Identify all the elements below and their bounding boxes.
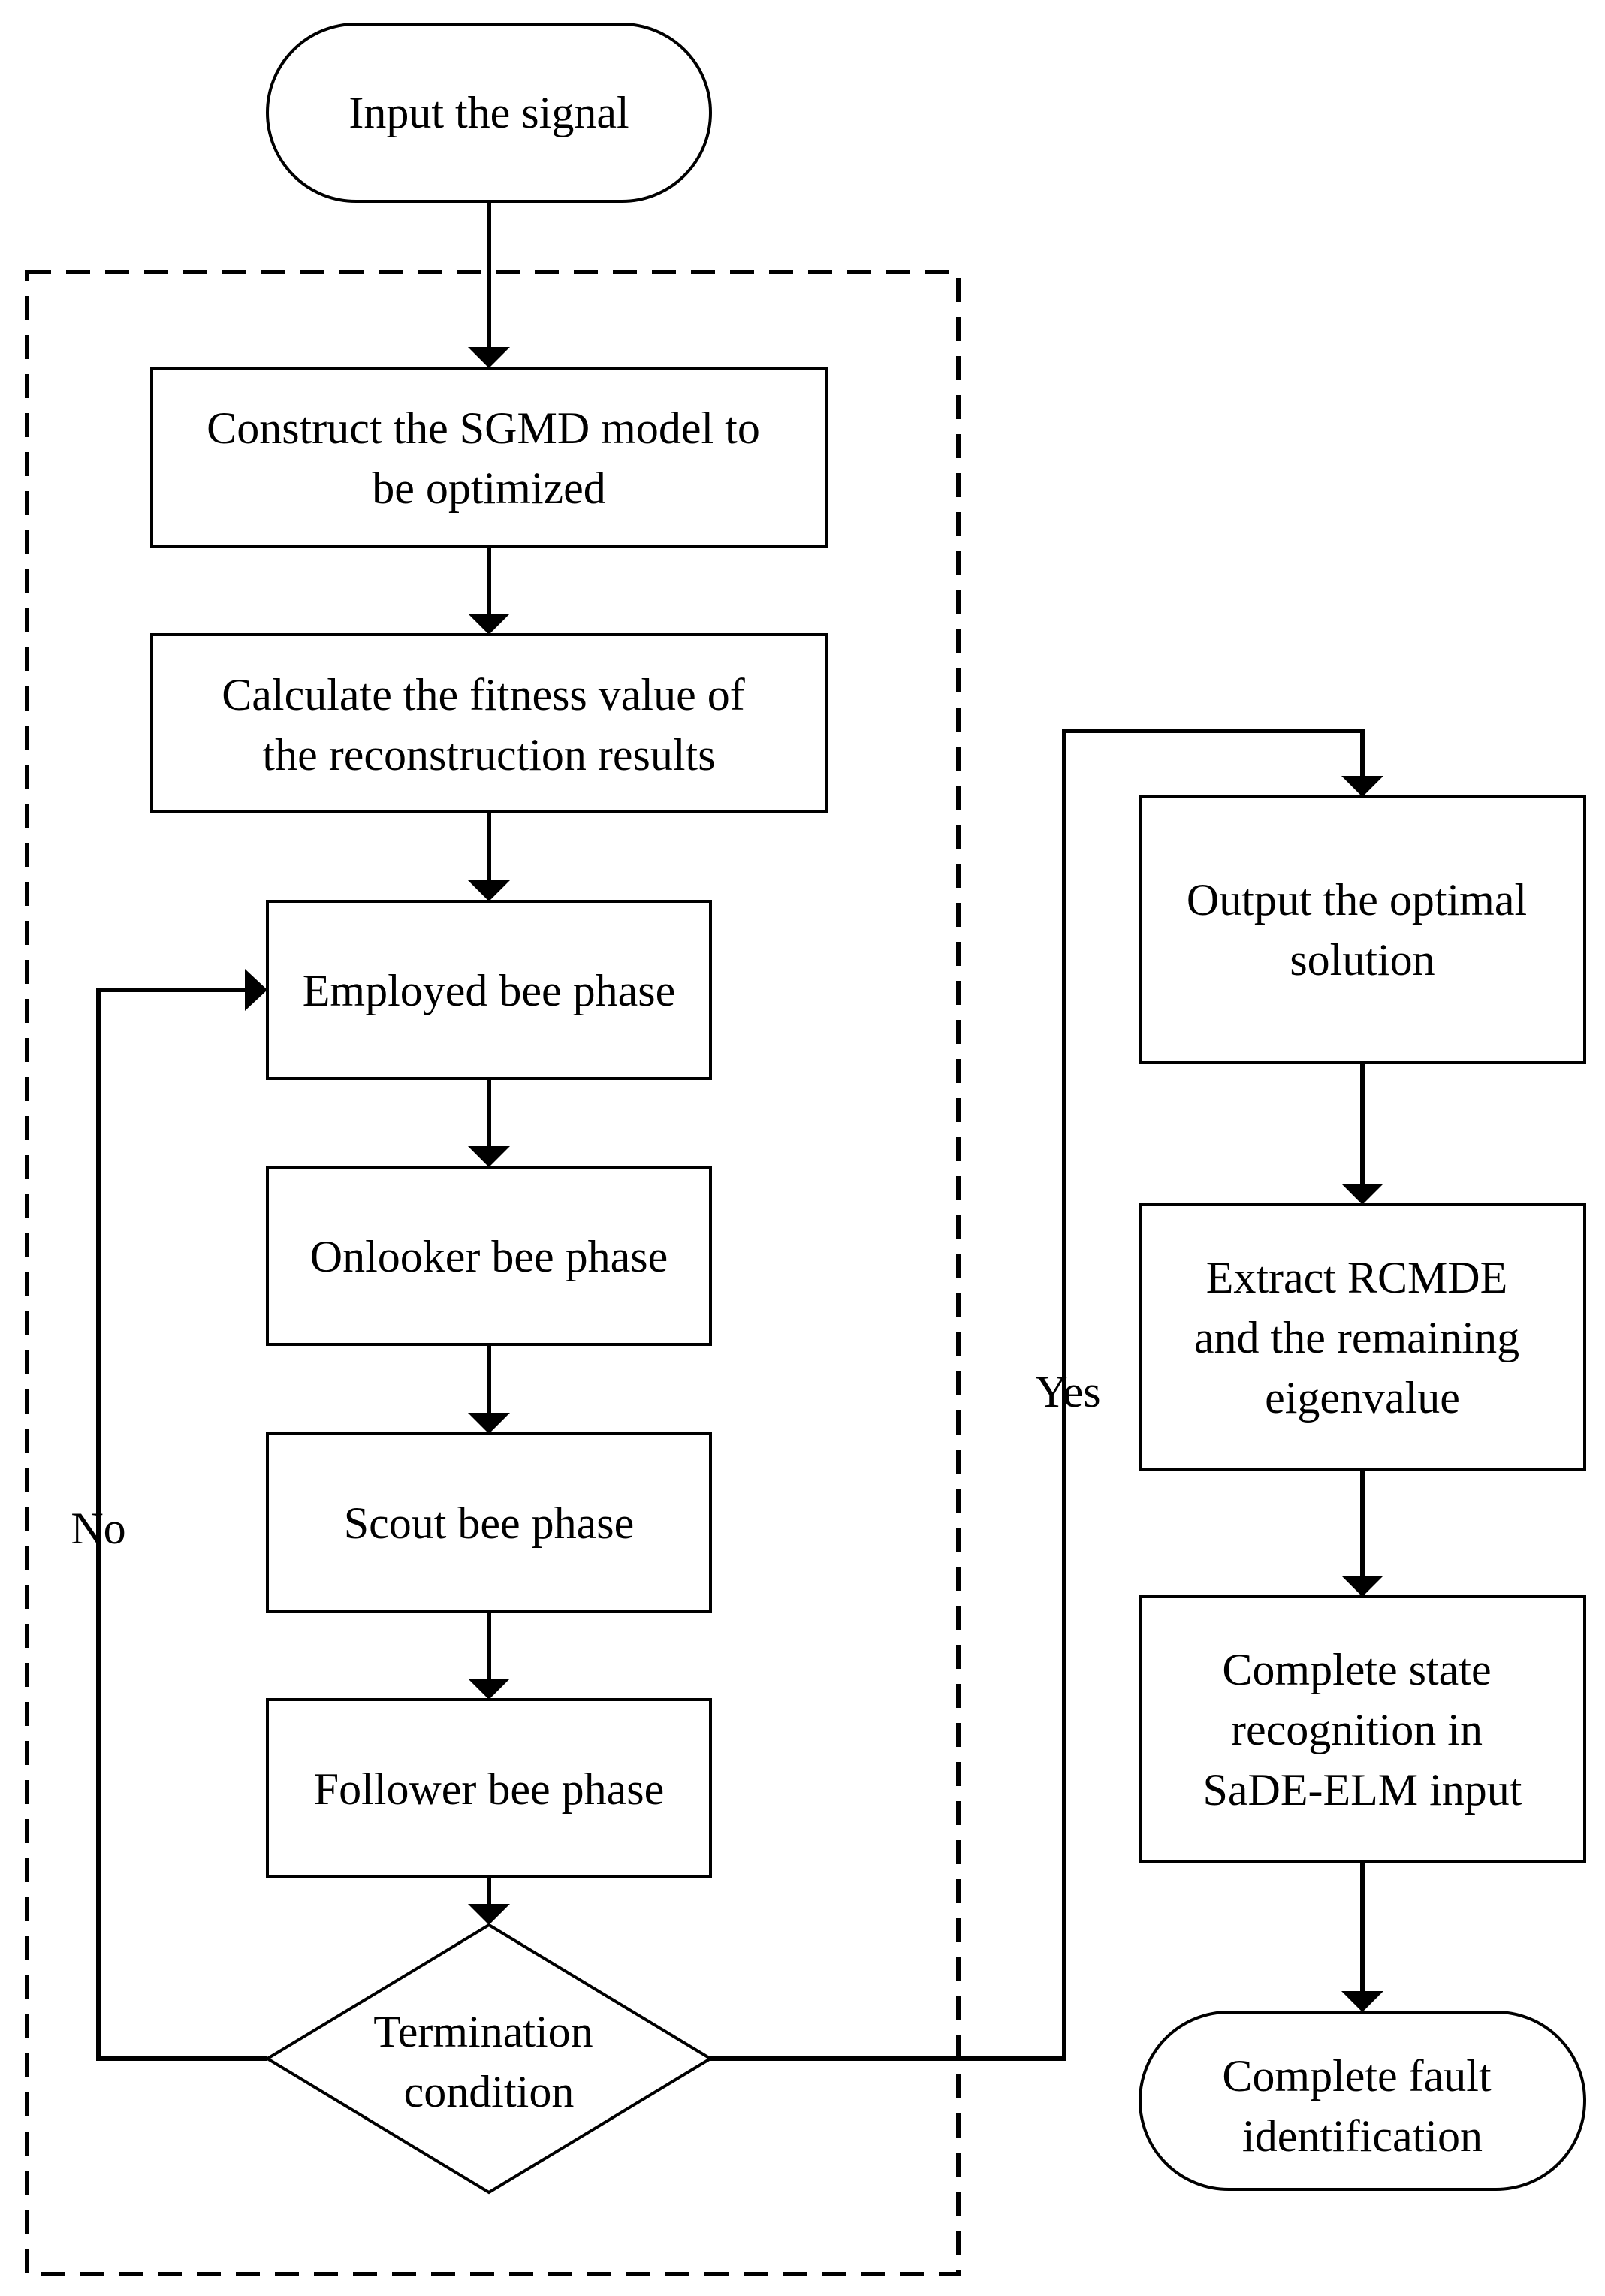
edge-termination-yes [710, 729, 1365, 2061]
arrowhead-onlooker [468, 1146, 510, 1167]
edges [96, 201, 1383, 2061]
input-label: Input the signal [348, 88, 629, 137]
arrowhead-recognition [1341, 1576, 1383, 1597]
node-scout: Scout bee phase [266, 1432, 712, 1613]
arrowhead-employed [468, 880, 510, 901]
arrowhead-follower [468, 1679, 510, 1700]
node-extract: Extract RCMDE and the remaining eigenval… [1139, 1203, 1586, 1471]
construct-label: Construct the SGMD model to be optimized [207, 403, 771, 513]
recognition-box [1139, 1595, 1586, 1863]
edge-label-yes: Yes [1035, 1367, 1100, 1417]
node-termination: Termination condition [264, 1923, 714, 2195]
arrowhead-extract [1341, 1184, 1383, 1205]
edge-termination-no-loop [96, 988, 267, 2061]
edge-label-no: No [71, 1504, 125, 1553]
output-label: Output the optimal solution [1187, 875, 1538, 985]
node-input: Input the signal [266, 23, 712, 203]
construct-box [150, 367, 828, 548]
scout-label: Scout bee phase [344, 1498, 635, 1548]
employed-label: Employed bee phase [303, 966, 676, 1015]
arrowhead-fault [1341, 1991, 1383, 2012]
arrowhead-fitness [468, 614, 510, 635]
fitness-box [150, 633, 828, 813]
employed-box [266, 900, 712, 1080]
node-onlooker: Onlooker bee phase [266, 1166, 712, 1346]
follower-box [266, 1698, 712, 1878]
node-follower: Follower bee phase [266, 1698, 712, 1878]
termination-label: Termination condition [373, 2007, 604, 2116]
node-fault: Complete fault identification [1139, 2011, 1586, 2191]
optimization-group-border [25, 270, 961, 2276]
fitness-label: Calculate the fitness value of the recon… [222, 670, 756, 780]
node-fitness: Calculate the fitness value of the recon… [150, 633, 828, 813]
arrowhead-construct [468, 347, 510, 368]
follower-label: Follower bee phase [314, 1764, 665, 1814]
recognition-label: Complete state recognition in SaDE-ELM i… [1203, 1645, 1522, 1815]
node-recognition: Complete state recognition in SaDE-ELM i… [1139, 1595, 1586, 1863]
termination-decision-shape [264, 1923, 714, 2195]
onlooker-box [266, 1166, 712, 1346]
extract-box [1139, 1203, 1586, 1471]
node-employed: Employed bee phase [266, 900, 712, 1080]
arrowhead-scout [468, 1413, 510, 1434]
arrowhead-termination [468, 1904, 510, 1925]
arrowhead-output [1341, 776, 1383, 797]
input-terminator-shape [266, 23, 712, 203]
fault-terminator-shape [1139, 2011, 1586, 2191]
scout-box [266, 1432, 712, 1613]
node-construct: Construct the SGMD model to be optimized [150, 367, 828, 548]
output-box [1139, 795, 1586, 1064]
fault-label: Complete fault identification [1222, 2051, 1502, 2161]
extract-label: Extract RCMDE and the remaining eigenval… [1194, 1253, 1531, 1423]
node-output: Output the optimal solution [1139, 795, 1586, 1064]
onlooker-label: Onlooker bee phase [310, 1232, 668, 1281]
arrowhead-no-loop [245, 969, 267, 1011]
